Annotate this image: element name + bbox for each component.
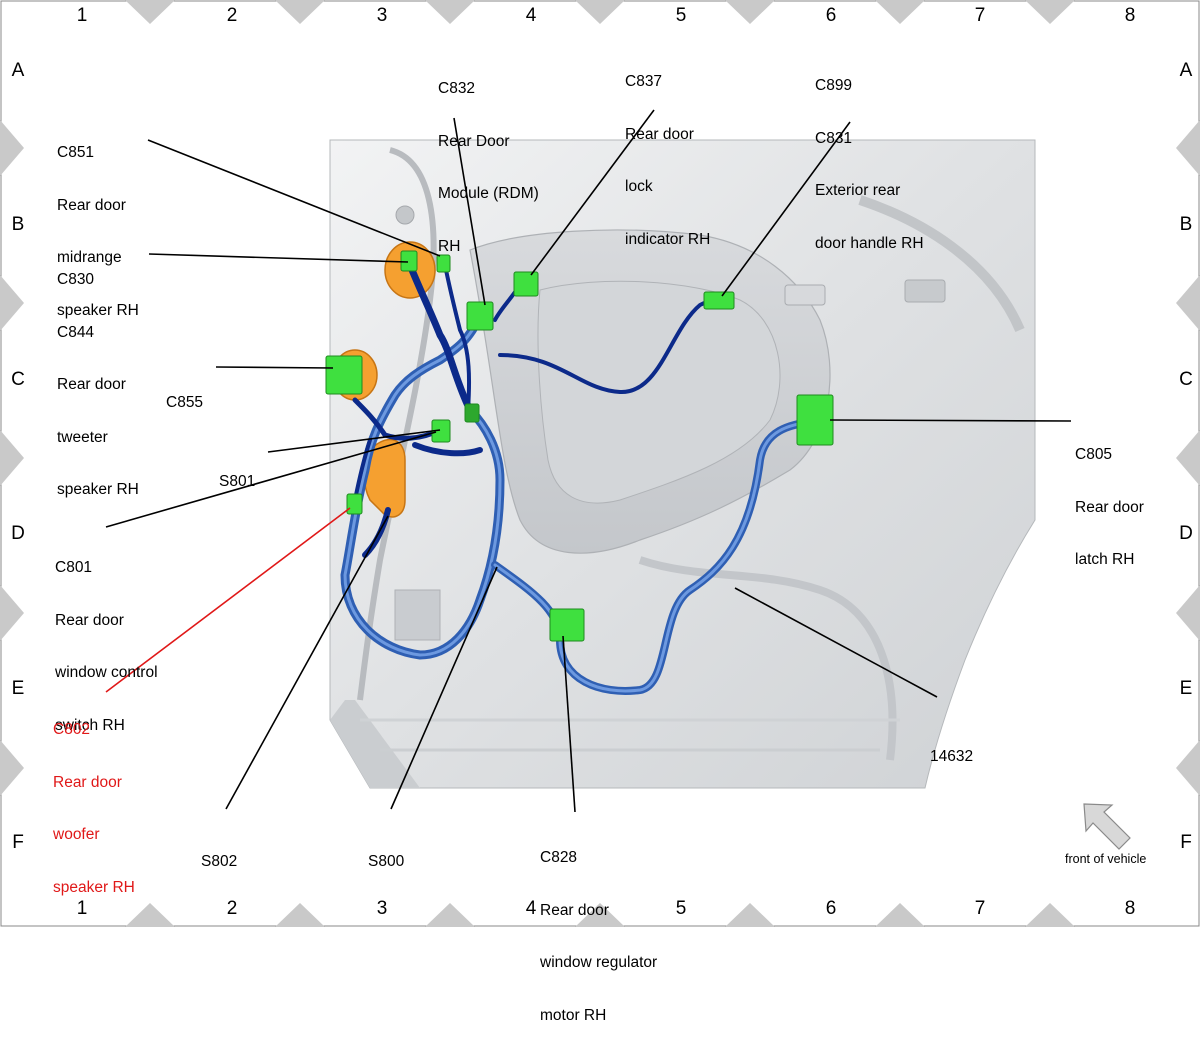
column-label-bottom: 1 — [76, 898, 88, 919]
callout-line: C832 — [438, 80, 476, 97]
callout-line: Rear door — [53, 773, 122, 791]
column-label-bottom: 6 — [825, 898, 837, 919]
callout-line: speaker RH — [57, 481, 139, 498]
callout-c801: C801 Rear door window control switch RH — [55, 524, 158, 752]
column-label-bottom: 4 — [525, 898, 537, 919]
callout-c828: C828 Rear door window regulator motor RH — [540, 814, 657, 1042]
row-label-left: C — [11, 369, 25, 390]
callout-c855: C855 — [166, 359, 203, 429]
callout-line: S800 — [368, 853, 405, 870]
column-label-top: 7 — [974, 5, 986, 26]
callout-line: Rear Door — [438, 132, 510, 150]
callout-line: 14632 — [930, 748, 974, 765]
callout-line: speaker RH — [57, 301, 139, 319]
callout-s801: S801 — [219, 438, 255, 508]
row-label-right: B — [1179, 214, 1193, 235]
callout-line: RH — [438, 237, 461, 255]
column-label-top: 2 — [226, 5, 238, 26]
diagram-canvas — [0, 0, 1200, 927]
column-label-top: 6 — [825, 5, 837, 26]
callout-line: door handle RH — [815, 234, 924, 252]
row-label-right: E — [1179, 678, 1193, 699]
callout-line: Rear door — [540, 901, 609, 919]
column-label-bottom: 3 — [376, 898, 388, 919]
callout-line: tweeter — [57, 428, 108, 446]
column-label-top: 1 — [76, 5, 88, 26]
callout-c832: C832 Rear Door Module (RDM) RH — [438, 45, 539, 273]
callout-line: C801 — [55, 559, 93, 576]
callout-line: Rear door — [55, 611, 124, 629]
callout-c802: C802 Rear door woofer speaker RH — [53, 686, 135, 914]
callout-line: C899 — [815, 77, 853, 94]
callout-c899: C899 C831 Exterior rear door handle RH — [815, 42, 924, 270]
row-label-right: F — [1180, 832, 1192, 853]
callout-14632: 14632 — [930, 713, 973, 783]
row-label-left: F — [12, 832, 24, 853]
callout-line: woofer — [53, 826, 100, 843]
callout-s802: S802 — [201, 818, 237, 888]
row-label-left: A — [11, 60, 25, 81]
diagram-frame — [0, 0, 1200, 927]
callout-line: window regulator — [540, 954, 658, 971]
callout-s800: S800 — [368, 818, 404, 888]
row-label-left: E — [11, 678, 25, 699]
column-label-top: 3 — [376, 5, 388, 26]
callout-line: speaker RH — [53, 878, 135, 896]
callout-line: C830 — [57, 271, 95, 288]
callout-line: C844 — [57, 323, 95, 341]
callout-line: C831 — [815, 129, 853, 147]
callout-c851: C851 Rear door midrange speaker RH — [57, 109, 139, 337]
column-label-top: 5 — [675, 5, 687, 26]
row-label-right: D — [1179, 523, 1193, 544]
column-label-bottom: 7 — [974, 898, 986, 919]
callout-line: Rear door — [57, 196, 126, 214]
callout-line: Rear door — [1075, 498, 1144, 516]
row-label-right: C — [1179, 369, 1193, 390]
callout-line: C828 — [540, 849, 578, 866]
callout-line: S802 — [201, 853, 238, 870]
row-label-left: B — [11, 214, 25, 235]
leader-lines — [105, 109, 1072, 813]
callout-line: indicator RH — [625, 230, 711, 248]
column-label-bottom: 5 — [675, 898, 687, 919]
callout-line: midrange — [57, 249, 122, 266]
callout-line: S801 — [219, 473, 256, 490]
callout-line: Exterior rear — [815, 182, 901, 199]
zone-markers-vertical — [0, 120, 1200, 796]
callout-line: C855 — [166, 394, 204, 411]
callout-line: C802 — [53, 721, 91, 738]
callout-line: window control — [55, 664, 158, 681]
callout-c805: C805 Rear door latch RH — [1075, 411, 1144, 586]
callout-line: latch RH — [1075, 551, 1135, 568]
row-label-left: D — [11, 523, 25, 544]
zone-markers-horizontal — [125, 0, 1075, 927]
column-label-bottom: 8 — [1124, 898, 1136, 919]
callout-line: Module (RDM) — [438, 185, 539, 202]
front-of-vehicle-label: front of vehicle — [1065, 852, 1147, 866]
callout-line: Rear door — [57, 376, 126, 393]
callout-line: motor RH — [540, 1006, 607, 1024]
column-label-bottom: 2 — [226, 898, 238, 919]
column-label-top: 8 — [1124, 5, 1136, 26]
callout-line: C805 — [1075, 446, 1113, 463]
connector-shapes — [325, 250, 834, 642]
highlight-leader-line — [105, 507, 351, 693]
column-label-top: 4 — [525, 5, 537, 26]
arrow-up-left-icon — [1083, 803, 1131, 850]
row-label-right: A — [1179, 60, 1193, 81]
callout-line: C851 — [57, 144, 95, 161]
callout-line: C837 — [625, 73, 663, 90]
callout-c837: C837 Rear door lock indicator RH — [625, 38, 710, 266]
callout-c830: C830 C844 Rear door tweeter speaker RH — [57, 236, 139, 516]
callout-line: switch RH — [55, 716, 125, 734]
callout-line: Rear door — [625, 125, 694, 143]
callout-line: lock — [625, 178, 653, 195]
